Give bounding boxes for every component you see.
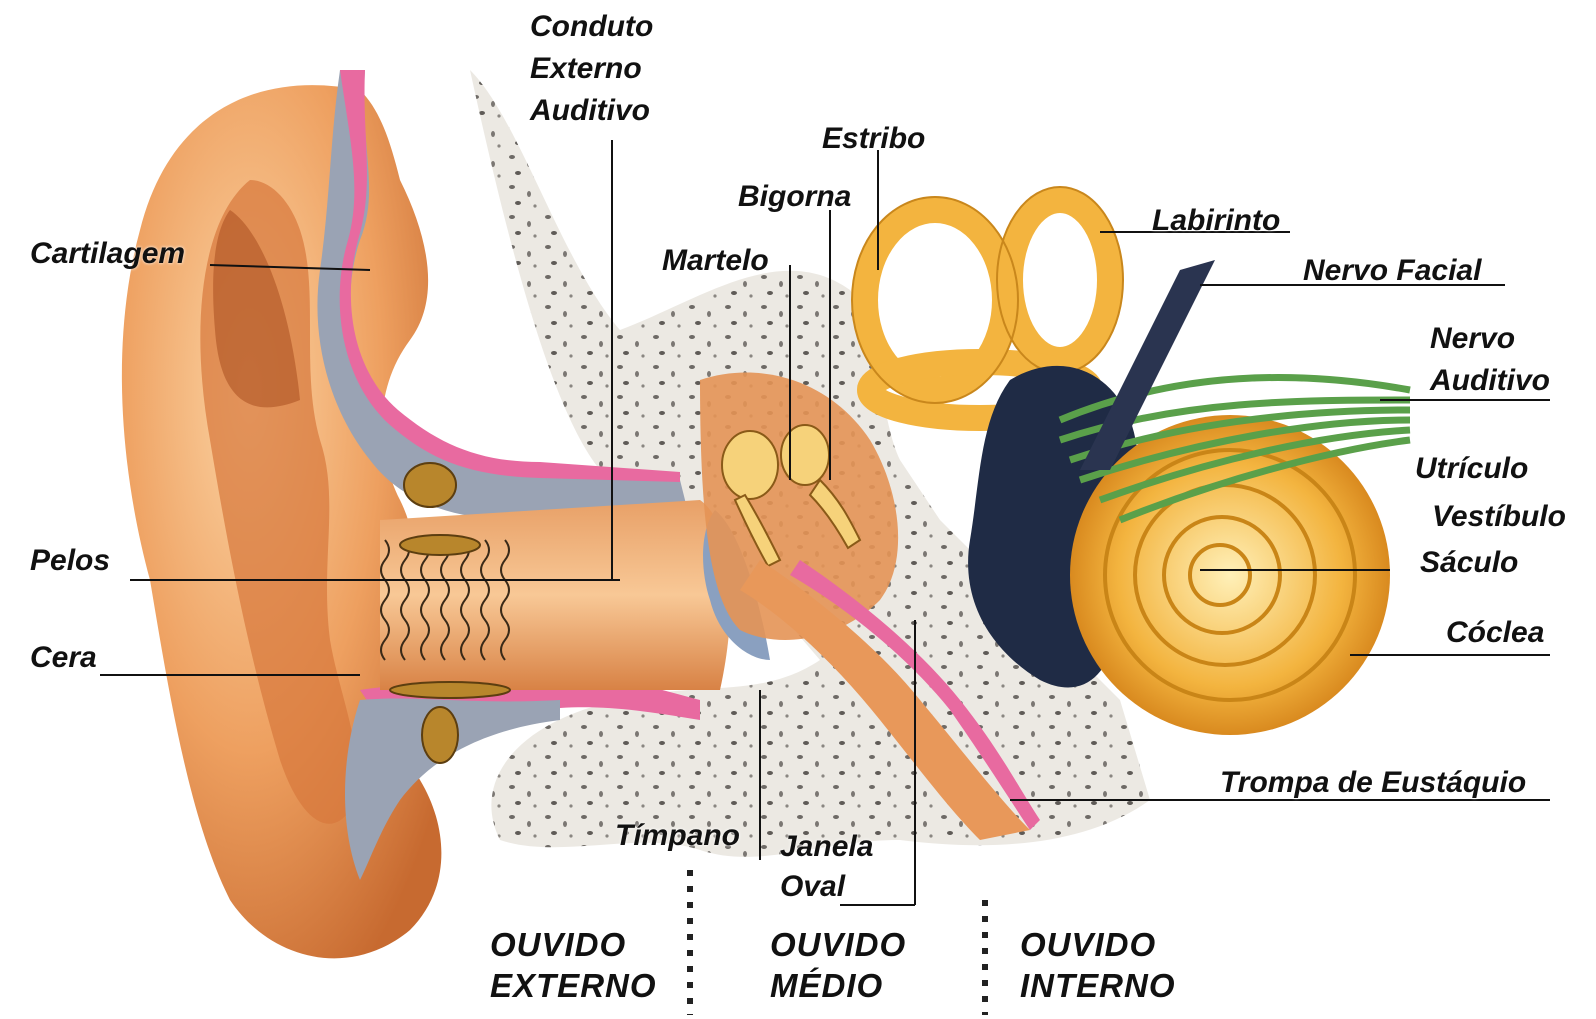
label-timpano: Tímpano: [615, 815, 740, 857]
label-cera: Cera: [30, 637, 97, 679]
section-interno-line2: INTERNO: [1020, 966, 1176, 1006]
label-estribo: Estribo: [822, 118, 925, 160]
label-bigorna: Bigorna: [738, 176, 851, 218]
label-conduto-line3: Auditivo: [530, 90, 650, 132]
label-nervo-auditivo-line1: Nervo: [1430, 318, 1515, 360]
label-labirinto: Labirinto: [1152, 200, 1280, 242]
label-coclea: Cóclea: [1446, 612, 1544, 654]
section-externo-line1: OUVIDO: [490, 925, 626, 965]
section-externo-line2: EXTERNO: [490, 966, 657, 1006]
label-janela-line2: Oval: [780, 866, 845, 908]
label-conduto-line1: Conduto: [530, 6, 653, 48]
label-trompa: Trompa de Eustáquio: [1220, 762, 1526, 804]
section-interno-line1: OUVIDO: [1020, 925, 1156, 965]
label-nervo-auditivo-line2: Auditivo: [1430, 360, 1550, 402]
label-pelos: Pelos: [30, 540, 110, 582]
label-vestibulo: Vestíbulo: [1432, 496, 1566, 538]
ear-canal: [380, 500, 730, 690]
label-janela-line1: Janela: [780, 826, 873, 868]
label-utriculo: Utrículo: [1415, 448, 1528, 490]
label-saculo: Sáculo: [1420, 542, 1518, 584]
label-conduto-line2: Externo: [530, 48, 642, 90]
label-cartilagem: Cartilagem: [30, 233, 185, 275]
label-nervo-facial: Nervo Facial: [1303, 250, 1481, 292]
section-medio-line2: MÉDIO: [770, 966, 883, 1006]
section-medio-line1: OUVIDO: [770, 925, 906, 965]
label-martelo: Martelo: [662, 240, 769, 282]
